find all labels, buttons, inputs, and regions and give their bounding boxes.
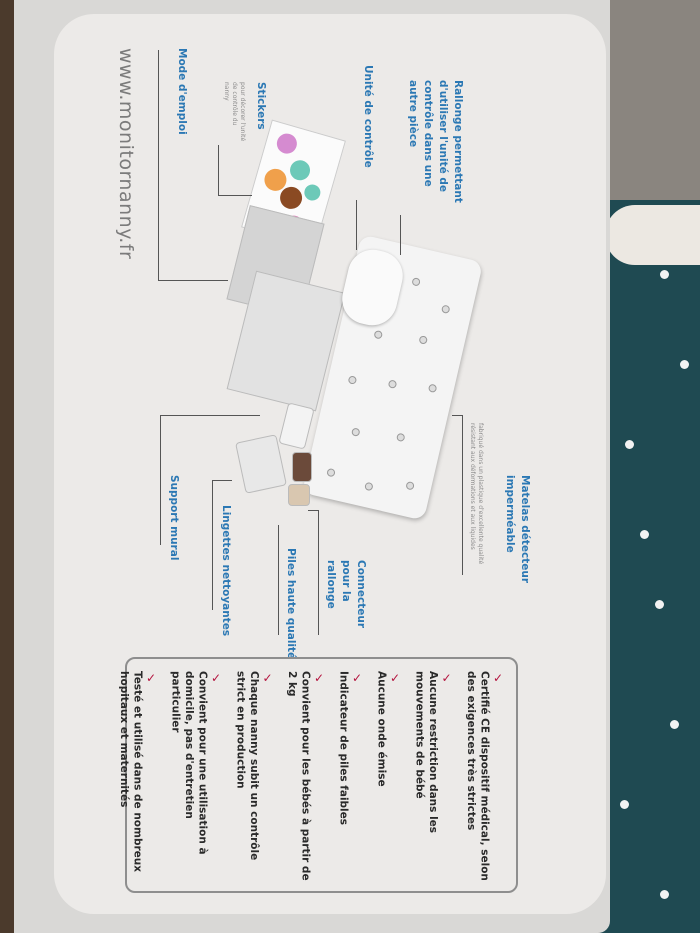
- check-mark-icon: ✓: [388, 671, 402, 685]
- leader-line: [160, 415, 161, 545]
- features-list: ✓Certifié CE dispositif médical, selon d…: [106, 671, 505, 881]
- label-piles: Piles haute qualité: [285, 548, 297, 660]
- check-mark-icon: ✓: [312, 671, 326, 685]
- leader-line: [212, 480, 232, 481]
- feature-text: Convient pour les bébés à partir de 2 kg: [286, 671, 312, 881]
- check-mark-icon: ✓: [439, 671, 454, 685]
- check-mark-icon: ✓: [144, 671, 158, 685]
- leader-line: [400, 215, 401, 255]
- label-support-mural: Support mural: [168, 475, 180, 561]
- leader-line: [462, 415, 463, 575]
- connector-image: [288, 484, 310, 506]
- feature-item: ✓Convient pour les bébés à partir de 2 k…: [285, 671, 326, 881]
- leader-line: [318, 510, 319, 635]
- feature-text: Chaque nanny subit un contrôle strict en…: [234, 671, 261, 861]
- label-stickers-sub: pour décorer l'unité de contrôle du nann…: [223, 82, 246, 142]
- label-matelas-sub: fabriqué dans un plastique d'excellente …: [469, 423, 484, 565]
- batteries-image: [292, 452, 312, 482]
- label-stickers: Stickers: [255, 82, 267, 130]
- leader-line: [160, 415, 260, 416]
- features-box: ✓Certifié CE dispositif médical, selon d…: [118, 657, 518, 893]
- feature-text: Aucune onde émise: [375, 671, 388, 787]
- label-matelas: Matelas détecteur imperméable: [504, 475, 531, 584]
- feature-text: Aucune restriction dans les mouvements d…: [413, 671, 440, 834]
- leader-line: [158, 50, 159, 280]
- check-mark-icon: ✓: [209, 671, 223, 685]
- label-connecteur: Connecteur pour la rallonge: [325, 560, 367, 629]
- feature-item: ✓Convient pour une utilisation à domicil…: [168, 671, 224, 881]
- check-mark-icon: ✓: [260, 671, 275, 685]
- label-rallonge: Rallonge permettant d'utiliser l'unité d…: [407, 80, 464, 203]
- label-mode-emploi: Mode d'emploi: [176, 48, 188, 135]
- feature-item: ✓Certifié CE dispositif médical, selon d…: [464, 671, 505, 881]
- leader-line: [218, 145, 219, 195]
- feature-text: Convient pour une utilisation à domicile…: [169, 671, 209, 855]
- check-mark-icon: ✓: [350, 671, 364, 685]
- leader-line: [218, 195, 252, 196]
- feature-text: Certifié CE dispositif médical, selon de…: [465, 671, 491, 881]
- leader-line: [308, 510, 318, 511]
- leader-line: [452, 415, 462, 416]
- leader-line: [356, 200, 357, 250]
- feature-item: ✓Aucune onde émise: [374, 671, 403, 881]
- feature-text: Testé et utilisé dans de nombreux hopita…: [118, 671, 144, 873]
- feature-item: ✓Aucune restriction dans les mouvements …: [412, 671, 454, 881]
- feature-item: ✓Chaque nanny subit un contrôle strict e…: [233, 671, 275, 881]
- leader-line: [278, 525, 279, 635]
- leader-line: [212, 480, 213, 610]
- background-blanket: [600, 200, 700, 933]
- leader-line: [158, 280, 228, 281]
- background-fleece: [605, 205, 700, 265]
- feature-item: ✓Indicateur de piles faibles: [336, 671, 365, 881]
- label-lingettes: Lingettes nettoyantes: [220, 505, 232, 637]
- feature-item: ✓Testé et utilisé dans de nombreux hopit…: [117, 671, 158, 881]
- feature-text: Indicateur de piles faibles: [337, 671, 350, 826]
- label-unite-controle: Unité de contrôle: [362, 65, 374, 168]
- check-mark-icon: ✓: [491, 671, 505, 685]
- website-url: www.monitornanny.fr: [115, 48, 137, 260]
